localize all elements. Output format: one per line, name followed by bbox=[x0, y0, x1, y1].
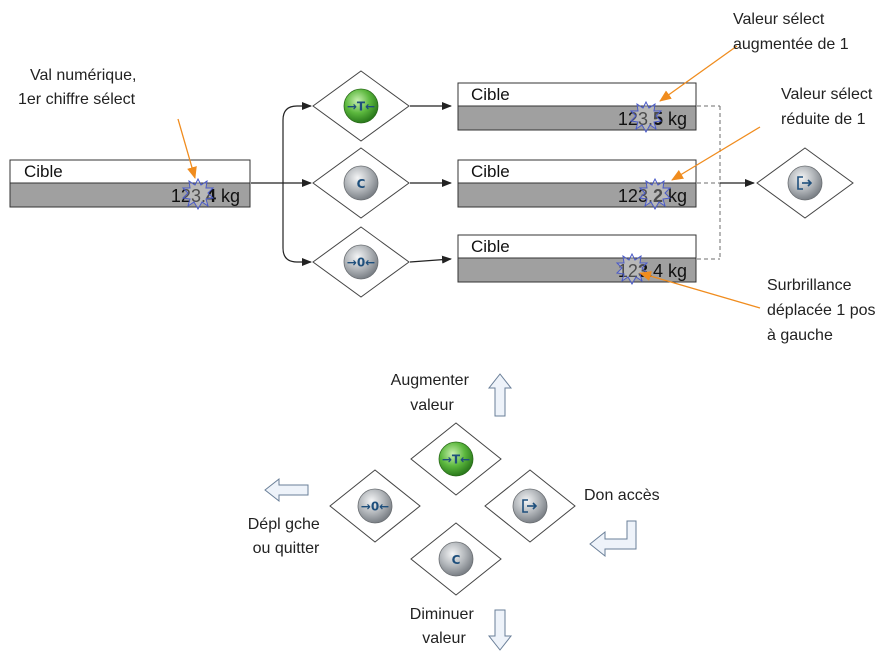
legend-tare-button[interactable]: →T← bbox=[410, 422, 502, 496]
display-title: Cible bbox=[471, 237, 510, 256]
annotation-augmentee: Valeur sélect augmentée de 1 bbox=[733, 11, 849, 53]
display-title: Cible bbox=[471, 162, 510, 181]
tare-icon: →T← bbox=[347, 100, 375, 114]
down-arrow-icon bbox=[487, 609, 513, 651]
connector-to-zero bbox=[282, 183, 312, 266]
clear-icon: C bbox=[357, 177, 366, 191]
annotation-reduite: Valeur sélect réduite de 1 bbox=[781, 86, 877, 128]
tare-icon: →T← bbox=[442, 453, 470, 467]
zero-button[interactable]: →0← bbox=[312, 226, 410, 298]
clear-icon: C bbox=[452, 553, 461, 567]
clear-button[interactable]: C bbox=[312, 147, 410, 219]
legend-diminuer: Diminuer valeur bbox=[410, 606, 478, 647]
enter-icon bbox=[797, 176, 813, 190]
connector-zero-out bbox=[409, 255, 452, 264]
zero-icon: →0← bbox=[361, 500, 389, 514]
display-start: Cible 123.4 kg bbox=[9, 159, 251, 210]
flow-connectors bbox=[251, 102, 452, 266]
display-title: Cible bbox=[471, 85, 510, 104]
connector-to-tare bbox=[282, 102, 312, 183]
legend-depl: Dépl gche ou quitter bbox=[248, 516, 325, 557]
up-arrow-icon bbox=[487, 373, 513, 417]
left-arrow-icon bbox=[264, 477, 309, 503]
zero-icon: →0← bbox=[347, 256, 375, 270]
legend-clear-button[interactable]: C bbox=[410, 522, 502, 596]
dashed-merge bbox=[697, 105, 721, 260]
legend-don: Don accès bbox=[584, 487, 660, 504]
annotation-val-numerique: Val numérique, 1er chiffre sélect bbox=[18, 67, 141, 108]
display-title: Cible bbox=[24, 162, 63, 181]
return-arrow-icon bbox=[589, 520, 637, 558]
display-zero-result: Cible 123.4 kg bbox=[457, 234, 697, 285]
enter-button[interactable] bbox=[756, 147, 854, 219]
tare-button[interactable]: →T← bbox=[312, 70, 410, 142]
display-tare-result: Cible 123.5 kg bbox=[457, 82, 697, 133]
enter-icon bbox=[522, 499, 538, 513]
callouts bbox=[177, 45, 761, 309]
annotation-surbrillance: Surbrillance déplacée 1 pos à gauche bbox=[767, 277, 880, 344]
legend-augmenter: Augmenter valeur bbox=[391, 372, 474, 414]
legend-enter-button[interactable] bbox=[484, 469, 576, 543]
display-clear-result: Cible 123.2 kg bbox=[457, 159, 697, 210]
legend-zero-button[interactable]: →0← bbox=[329, 469, 421, 543]
